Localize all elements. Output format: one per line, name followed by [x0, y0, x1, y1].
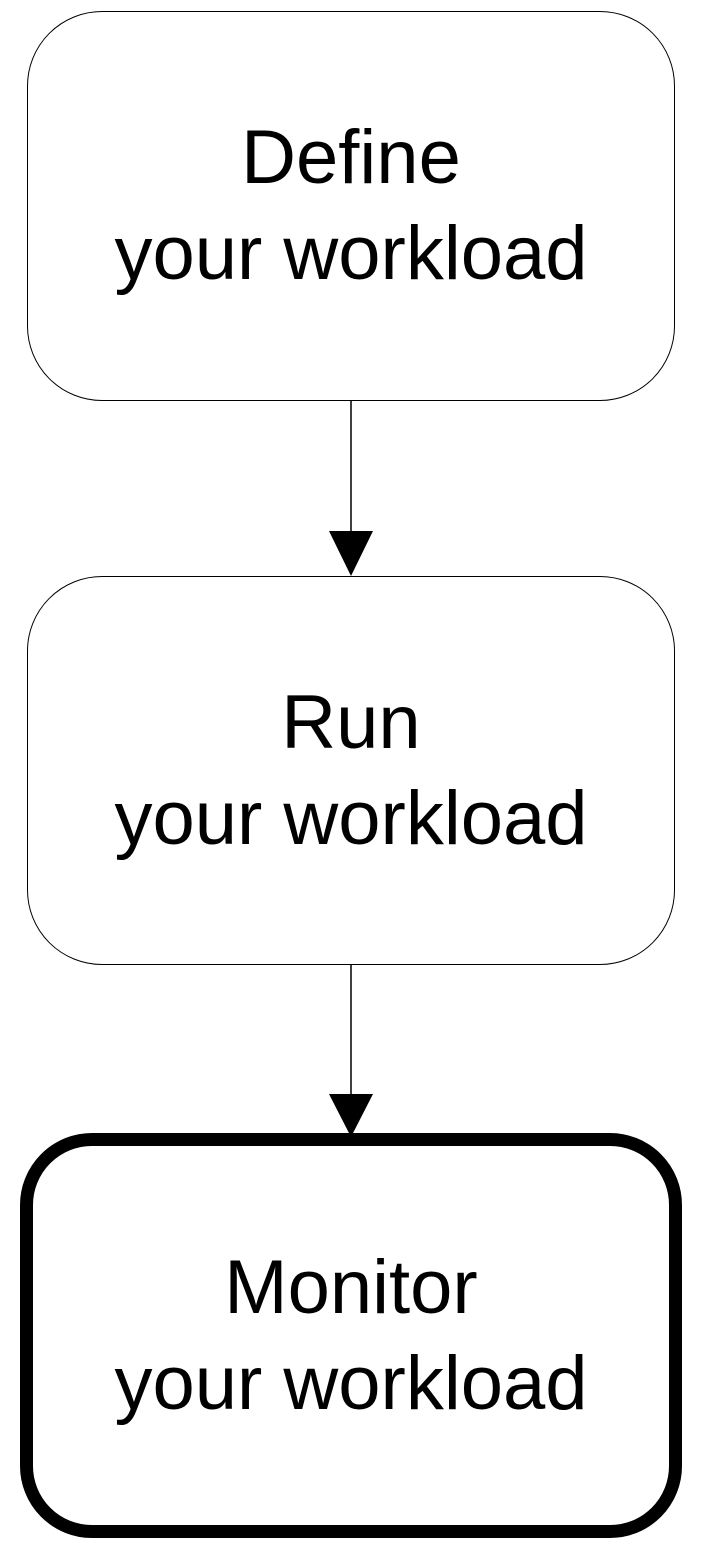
step-subtitle: your workload	[114, 775, 588, 861]
step-title: Define	[241, 115, 461, 200]
step-title: Run	[281, 679, 421, 765]
arrow-define-to-run	[329, 401, 373, 576]
step-subtitle: your workload	[114, 1340, 588, 1426]
step-box-define: Define your workload	[27, 11, 675, 401]
step-box-run: Run your workload	[27, 576, 675, 965]
step-box-monitor: Monitor your workload	[20, 1133, 682, 1538]
step-title: Monitor	[224, 1244, 478, 1330]
step-subtitle: your workload	[114, 211, 588, 296]
arrowhead-icon	[329, 531, 373, 576]
arrowhead-icon	[329, 1094, 373, 1137]
arrow-run-to-monitor	[329, 965, 373, 1137]
